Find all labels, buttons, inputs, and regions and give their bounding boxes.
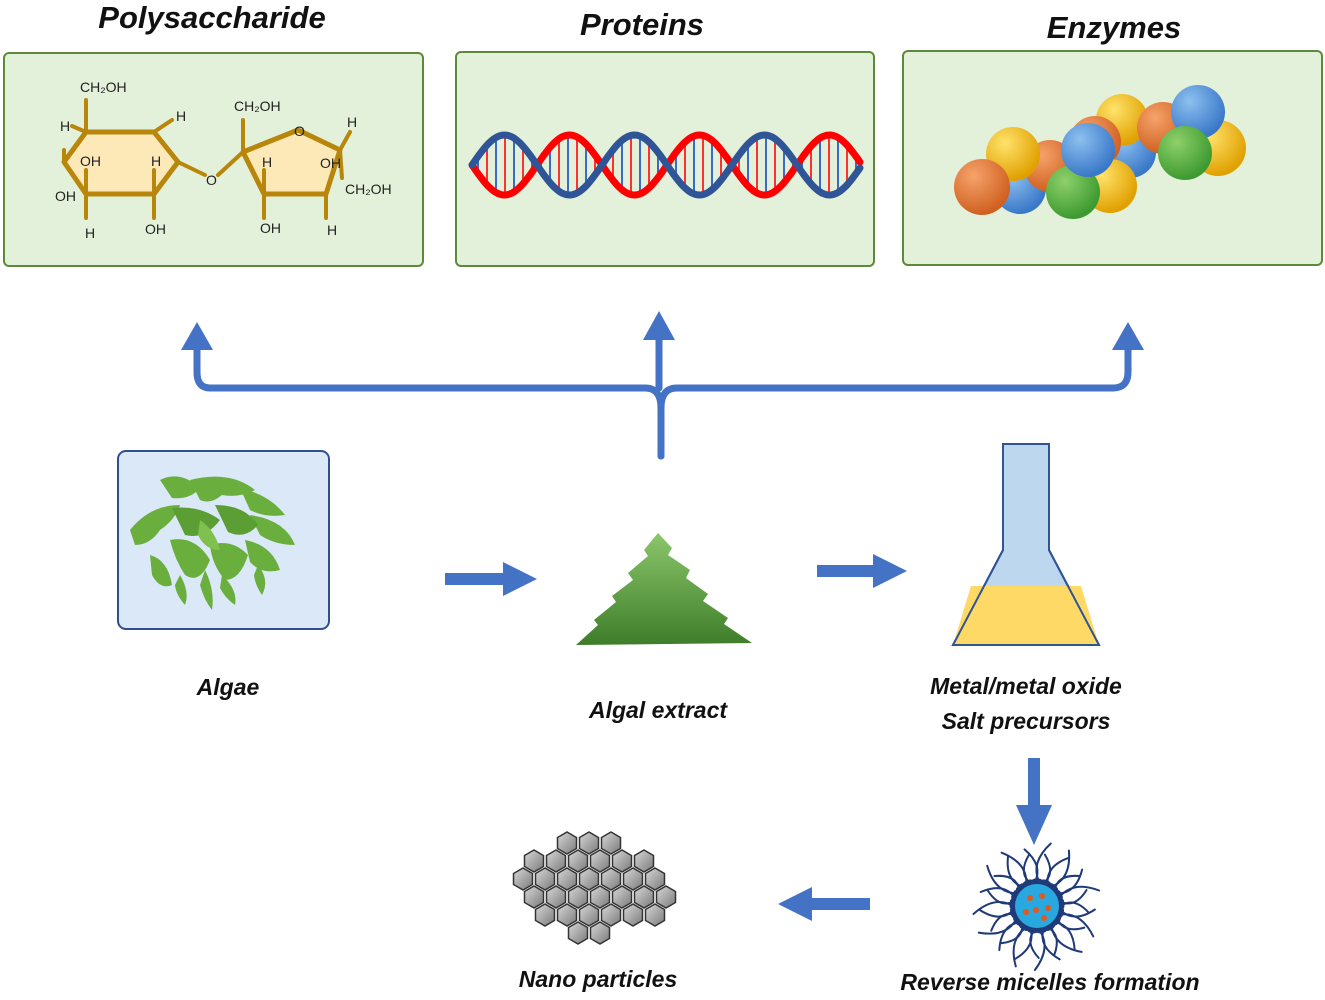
label-h-6: H [262,154,272,170]
algae-label: Algae [196,674,260,700]
nanoparticle-hex [644,867,666,891]
precursors-label-line1: Metal/metal oxide [930,673,1122,699]
arrow-extract-to-flask [817,554,907,588]
nanoparticle-hex [622,903,644,927]
label-h-3: H [151,153,161,169]
nanoparticle-hex [578,903,600,927]
nanoparticle-hex [578,867,600,891]
arrow-micelle-to-nano [778,887,870,921]
nanoparticle-hex [556,903,578,927]
nanoparticle-hex [567,921,589,945]
nanoparticle-hex [556,867,578,891]
nanoparticle-hex [534,867,556,891]
nanoparticle-hex [644,903,666,927]
label-o-ring: O [294,123,305,139]
label-h-1: H [60,118,70,134]
nanoparticles-label: Nano particles [518,966,678,992]
label-ch2oh-c: CH₂OH [345,181,392,197]
label-oh-3: OH [145,221,166,237]
polysaccharide-title: Polysaccharide [98,0,326,35]
precursors-label-line2: Salt precursors [941,708,1111,734]
nanoparticle-hex [567,849,589,873]
nanoparticle-hex [633,849,655,873]
precursors-label: Metal/metal oxide Salt precursors [886,669,1166,739]
enzyme-sphere [1061,123,1115,177]
enzyme-sphere [1046,165,1100,219]
nanoparticle-hex [523,849,545,873]
nanoparticle-hex [589,921,611,945]
label-h-5: H [347,114,357,130]
label-oh-4: OH [320,155,341,171]
nanoparticle-hex [567,885,589,909]
label-o-link: O [206,172,217,188]
sugar-bonds [62,98,352,220]
nanoparticle-hex [611,849,633,873]
nanoparticle-hex [633,885,655,909]
nanoparticle-hex [512,867,534,891]
nanoparticle-hex [589,885,611,909]
enzymes-title: Enzymes [1046,10,1182,45]
nanoparticle-hex [545,849,567,873]
arrow-precursor-to-micelle [1016,758,1052,845]
enzyme-sphere [1171,85,1225,139]
nanoparticle-hex [578,831,600,855]
enzyme-sphere [1158,126,1212,180]
nanoparticle-hex [622,867,644,891]
nanoparticle-hex [600,867,622,891]
fructose-ring [240,127,343,197]
label-oh-5: OH [260,220,281,236]
nanoparticle-hex [545,885,567,909]
micelles-label: Reverse micelles formation [900,969,1200,995]
nanoparticle-hex [523,885,545,909]
label-h-7: H [327,222,337,238]
label-h-4: H [85,225,95,241]
nanoparticle-hex [589,849,611,873]
label-oh-1: OH [80,153,101,169]
proteins-title: Proteins [579,7,705,42]
arrow-algae-to-extract [445,562,537,596]
label-h-2: H [176,108,186,124]
nanoparticle-hex [556,831,578,855]
enzyme-sphere [954,159,1010,215]
algal-extract-label: Algal extract [588,697,728,723]
nanoparticle-hex [655,885,677,909]
label-ch2oh-b: CH₂OH [234,98,281,114]
nanoparticle-hex [600,903,622,927]
label-oh-2: OH [55,188,76,204]
label-ch2oh-a: CH₂OH [80,79,127,95]
nanoparticle-hex [600,831,622,855]
nanoparticle-hex [611,885,633,909]
enzymes-panel [902,50,1323,266]
nanoparticle-hex [534,903,556,927]
